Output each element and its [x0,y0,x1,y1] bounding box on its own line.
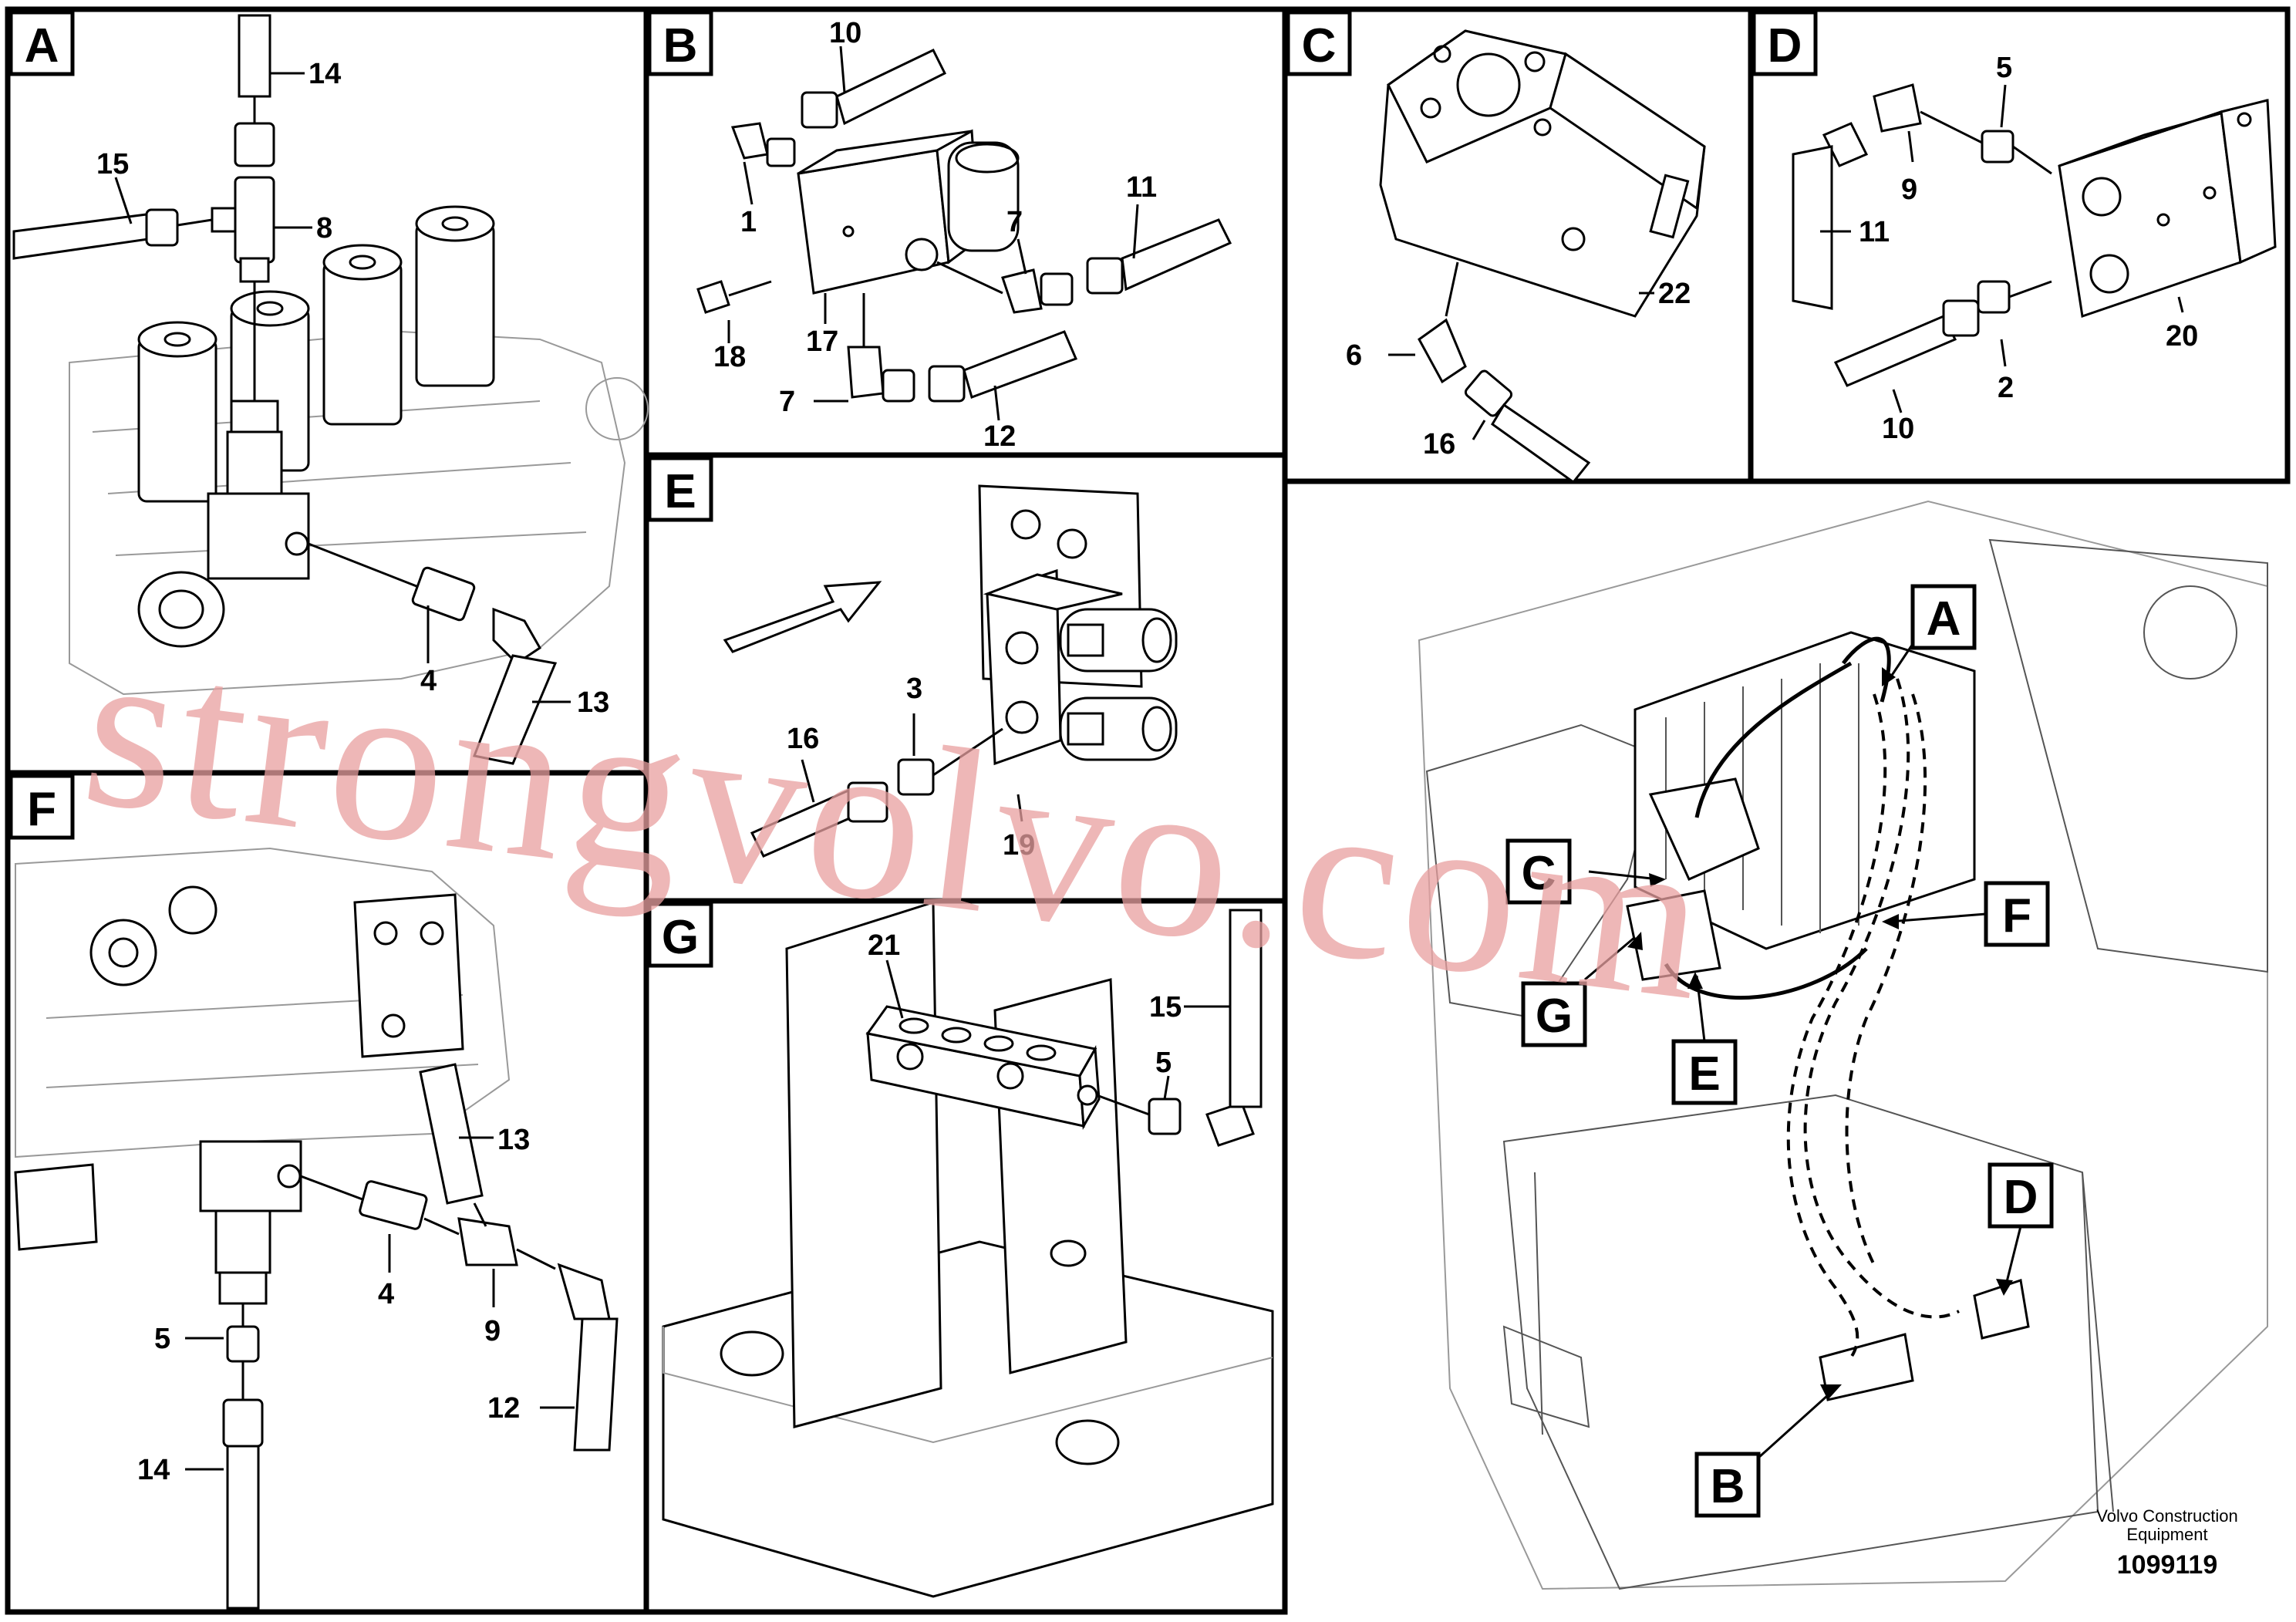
svg-text:F: F [2002,889,2031,943]
document-number: 1099119 [2117,1550,2218,1580]
svg-text:B: B [1711,1460,1745,1513]
callout-f-4: 4 [378,1278,394,1310]
panel-a-drawing [12,14,649,765]
svg-text:C: C [1302,19,1337,73]
panel-label-d: D [1752,10,1818,76]
callout-b-10: 10 [829,17,861,49]
panel-d-drawing [1792,83,2277,413]
overview-tag-b: B [1694,1452,1761,1518]
callout-g-21: 21 [868,929,900,962]
callout-d-9: 9 [1901,174,1917,206]
panel-g-frame [643,898,1288,1615]
callout-e-3: 3 [906,673,922,705]
svg-text:D: D [1768,19,1802,73]
callout-e-19: 19 [1003,829,1035,862]
callout-d-10: 10 [1882,413,1914,445]
callout-c-6: 6 [1346,339,1362,372]
callout-a-13: 13 [577,686,609,719]
machine-overview-drawing [1418,500,2268,1590]
callout-c-22: 22 [1658,278,1691,310]
overview-tag-g: G [1521,981,1587,1047]
panel-label-a: A [8,10,75,76]
callout-f-14: 14 [137,1454,170,1486]
svg-text:E: E [1688,1047,1720,1101]
svg-text:C: C [1522,847,1556,900]
svg-text:A: A [1927,592,1961,646]
panel-e-drawing [723,484,1178,858]
overview-tag-e: E [1671,1039,1738,1105]
panel-label-g: G [647,902,713,968]
svg-text:E: E [664,465,696,518]
svg-text:F: F [27,783,56,836]
callout-c-16: 16 [1423,428,1455,460]
svg-text:D: D [2004,1171,2038,1224]
callout-a-4: 4 [420,665,437,697]
overview-tag-c: C [1505,838,1572,905]
callout-d-20: 20 [2166,320,2198,352]
panel-d-frame [1748,6,2291,484]
callout-f-9: 9 [484,1315,501,1347]
callout-a-14: 14 [308,58,341,90]
callout-b-17: 17 [806,325,838,358]
svg-text:B: B [663,19,698,73]
callout-b-1: 1 [740,206,757,238]
panel-b-drawing [696,46,1232,421]
svg-text:A: A [25,19,59,73]
callout-d-2: 2 [1998,372,2014,404]
panel-g-drawing [662,900,1274,1598]
callout-g-15: 15 [1149,991,1182,1023]
callout-b-11: 11 [1126,171,1157,204]
panel-label-e: E [647,456,713,522]
svg-text:G: G [662,911,699,964]
overview-tag-a: A [1910,584,1977,650]
overview-tag-d: D [1988,1162,2054,1229]
overview-tag-f: F [1984,881,2050,947]
panel-label-f: F [8,774,75,840]
callout-f-13: 13 [497,1124,530,1156]
callout-e-16: 16 [787,723,819,755]
callout-g-5: 5 [1155,1047,1172,1079]
brand-line-2: Equipment [2126,1525,2207,1544]
callout-b-7-lower: 7 [779,386,795,418]
callout-d-5: 5 [1996,52,2012,84]
svg-text:G: G [1536,990,1573,1043]
panel-c-drawing [1379,29,1706,484]
callout-a-15: 15 [96,148,129,180]
panel-label-c: C [1286,10,1352,76]
callout-f-5: 5 [154,1323,170,1355]
panel-label-b: B [647,10,713,76]
panel-f-drawing [14,847,619,1610]
callout-a-8: 8 [316,212,332,244]
brand-line-1: Volvo Construction [2096,1506,2237,1526]
callout-f-12: 12 [487,1392,520,1425]
callout-d-11: 11 [1859,216,1890,248]
callout-b-18: 18 [713,341,746,373]
callout-b-12: 12 [983,420,1016,453]
callout-b-7-upper: 7 [1006,206,1023,238]
